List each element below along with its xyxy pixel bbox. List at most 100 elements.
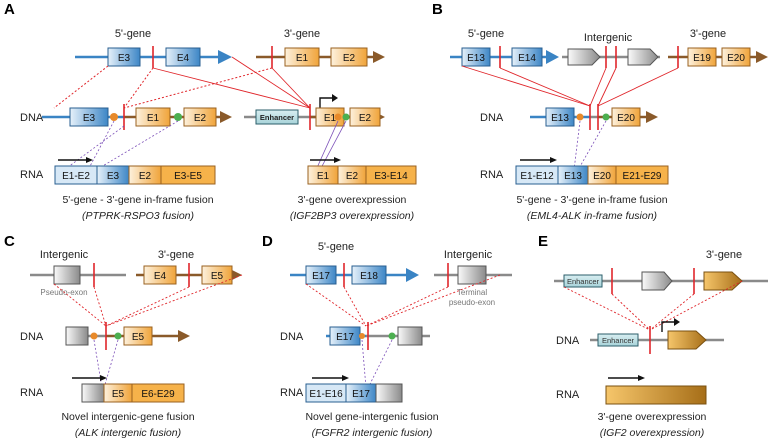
splice-site-marker <box>174 113 182 121</box>
exon-label: E2 <box>194 113 207 124</box>
arrowhead-icon <box>373 51 385 63</box>
splice-site-marker <box>388 332 396 340</box>
pseudo-exon-box <box>65 326 89 346</box>
transcription-arrow-icon <box>342 375 349 381</box>
rna-segment-label: E3 <box>107 171 120 182</box>
arrowhead-icon <box>646 111 658 123</box>
panel-label-d: D <box>262 233 273 250</box>
exon-box <box>143 265 177 285</box>
exon-box <box>461 47 491 67</box>
exon-box <box>687 47 717 67</box>
exon-box <box>349 107 381 127</box>
splice-site-marker <box>342 113 350 121</box>
dna-label: DNA <box>280 331 304 343</box>
gene-feature-icon <box>703 271 743 291</box>
splice-site-marker <box>90 332 98 340</box>
gene-feature-icon <box>627 48 659 66</box>
gene-label: Intergenic <box>444 249 493 261</box>
gene-label: 3'-gene <box>706 249 742 261</box>
exon-label: E4 <box>154 271 167 282</box>
panel-label-b: B <box>432 1 443 18</box>
rna-segment <box>365 165 417 185</box>
rna-segment-label: E2 <box>139 171 152 182</box>
rna-segment <box>615 165 669 185</box>
rna-label: RNA <box>20 169 44 181</box>
exon-box <box>721 47 751 67</box>
exon-box <box>107 47 141 67</box>
rna-segment <box>375 383 403 403</box>
rna-segment-label: E1-E12 <box>520 171 554 182</box>
pseudo-exon-box <box>457 265 487 285</box>
panel-b: B 5'-gene E13 E14 Intergenic 3'-gene E19… <box>432 1 768 222</box>
rna-segment-label: E3-E14 <box>374 171 408 182</box>
exon-box <box>330 47 368 67</box>
enhancer-label: Enhancer <box>602 336 635 345</box>
exon-box <box>183 107 217 127</box>
rna-segment-label: E21-E29 <box>623 171 662 182</box>
arrowhead-icon <box>756 51 768 63</box>
gene-label: 3'-gene <box>690 28 726 40</box>
caption: 3'-gene overexpression <box>598 411 707 423</box>
rna-segment-label: E2 <box>346 171 359 182</box>
exon-label: E20 <box>727 53 745 64</box>
rna-segment-label: E17 <box>352 389 370 400</box>
pseudo-exon-label: Terminal <box>457 288 487 297</box>
rna-segment <box>81 383 105 403</box>
arrowhead-icon <box>546 50 559 64</box>
exon-box <box>284 47 320 67</box>
gene-label: 3'-gene <box>284 28 320 40</box>
enhancer-box <box>255 109 299 125</box>
exon-label: E3 <box>118 53 131 64</box>
rna-label: RNA <box>556 389 580 401</box>
transcription-arrow-icon <box>638 375 645 381</box>
rna-label: RNA <box>280 387 304 399</box>
arrowhead-icon <box>406 268 419 282</box>
enhancer-label: Enhancer <box>567 277 600 286</box>
panel-label-c: C <box>4 233 15 250</box>
gene-feature-icon <box>667 330 707 350</box>
pseudo-exon-box <box>53 265 81 285</box>
caption-sub: (FGFR2 intergenic fusion) <box>312 427 433 439</box>
exon-box <box>165 47 201 67</box>
promoter-icon <box>661 321 676 332</box>
enhancer-label: Enhancer <box>260 113 294 122</box>
exon-label: E1 <box>324 113 337 124</box>
splice-site-marker <box>602 113 610 121</box>
splice-site-marker <box>110 113 118 121</box>
exon-box <box>135 107 171 127</box>
exon-label: E18 <box>360 271 378 282</box>
transcription-arrow-icon <box>550 157 557 163</box>
dna-label: DNA <box>556 335 580 347</box>
rna-label: RNA <box>20 387 44 399</box>
exon-label: E1 <box>296 53 309 64</box>
transcription-arrow-icon <box>86 157 93 163</box>
exon-label: E14 <box>518 53 536 64</box>
exon-box <box>123 326 153 346</box>
panel-e: E 3'-gene Enhancer DNA Enhancer RNA 3'-g… <box>538 233 768 439</box>
rna-segment-label: E13 <box>564 171 582 182</box>
rna-segment <box>160 165 216 185</box>
exon-box <box>69 107 109 127</box>
panel-label-e: E <box>538 233 548 250</box>
rna-segment <box>605 385 707 405</box>
caption: Novel gene-intergenic fusion <box>305 411 438 423</box>
splice-site-marker <box>334 113 342 121</box>
exon-label: E4 <box>177 53 190 64</box>
panel-c: C Intergenic Pseudo-exon 3'-gene E4 E5 D… <box>4 233 243 439</box>
exon-box <box>545 107 575 127</box>
caption: 3'-gene overexpression <box>298 194 407 206</box>
exon-label: E13 <box>467 53 485 64</box>
exon-box <box>305 265 337 285</box>
rna-segment-label: E1-E16 <box>309 389 343 400</box>
splice-site-marker <box>576 113 584 121</box>
exon-label: E2 <box>359 113 372 124</box>
panel-label-a: A <box>4 1 15 18</box>
gene-label: 5'-gene <box>115 28 151 40</box>
rna-segment <box>131 383 185 403</box>
panel-a: A 5'-gene E3 E4 3'-gene E1 E2 DNA <box>4 1 417 222</box>
arrowhead-icon <box>220 111 232 123</box>
rna-segment-label: E1 <box>317 171 330 182</box>
exon-label: E2 <box>343 53 356 64</box>
promoter-icon <box>319 97 334 108</box>
